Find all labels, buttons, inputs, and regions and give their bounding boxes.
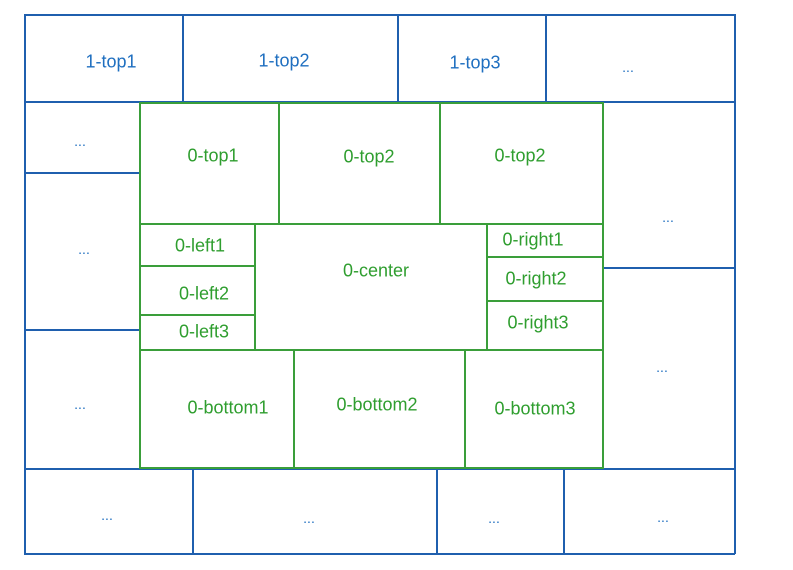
outer-bottom-2-label: ... [303,510,315,526]
inner-right-2-label: 0-right2 [505,268,567,289]
inner-right-1-label: 0-right1 [502,229,564,250]
outer-top-2-label: 1-top2 [258,50,310,71]
outer-top-1-label: 1-top1 [85,51,137,72]
outer-top-3-label: 1-top3 [449,52,501,73]
outer-left-1-label: ... [74,133,86,149]
inner-right-3-label: 0-right3 [507,312,569,333]
inner-top-1-label: 0-top1 [187,145,239,166]
inner-left-1-label: 0-left1 [174,235,226,256]
outer-bottom-3-label: ... [488,510,500,526]
outer-top-4-label: ... [622,59,634,75]
inner-bottom-1-label: 0-bottom1 [187,397,269,418]
inner-bottom-3-label: 0-bottom3 [494,398,576,419]
outer-right-1-label: ... [662,209,674,225]
outer-left-3-label: ... [74,396,86,412]
inner-top-3-label: 0-top2 [494,145,546,166]
inner-bottom-2-label: 0-bottom2 [336,394,418,415]
inner-center-label: 0-center [342,260,410,281]
outer-bottom-4-label: ... [657,509,669,525]
inner-left-3-label: 0-left3 [178,321,230,342]
inner-top-2-label: 0-top2 [343,146,395,167]
outer-bottom-1-label: ... [101,507,113,523]
outer-left-2-label: ... [78,241,90,257]
inner-left-2-label: 0-left2 [178,283,230,304]
outer-right-2-label: ... [656,359,668,375]
